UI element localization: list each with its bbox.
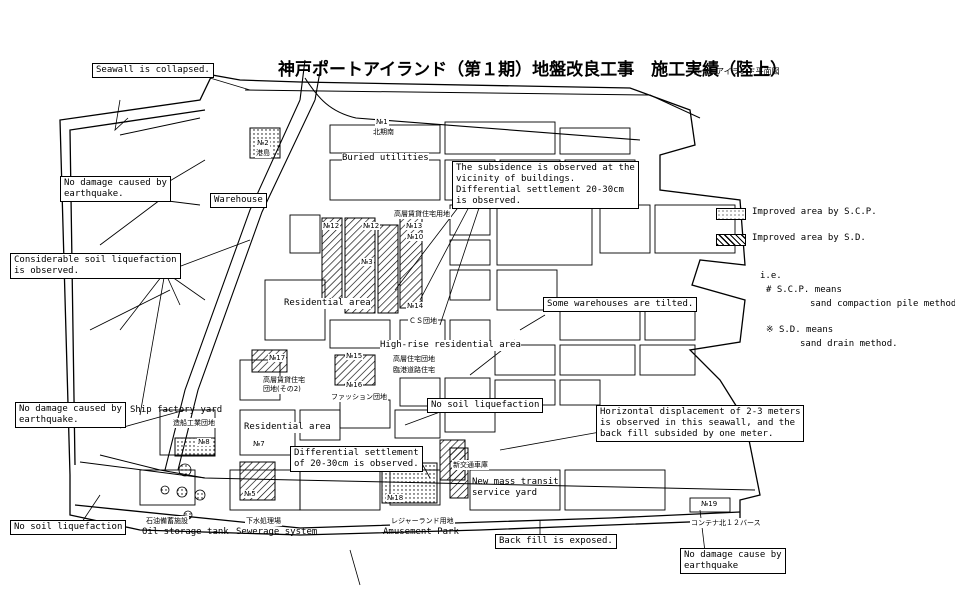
back-fill-note: Back fill is exposed. — [495, 534, 617, 549]
map-title: 神戸ポートアイランド（第１期）地盤改良工事 施工実績（陸上） — [278, 60, 788, 80]
sd-legend-label: Improved area by S.D. — [752, 233, 866, 243]
plot-no13: №13 — [405, 222, 424, 230]
new-mass-transit-label: New mass transit service yard — [472, 477, 559, 498]
scp-def-1: # S.C.P. means — [766, 285, 842, 295]
oil-tanks — [160, 463, 206, 520]
plot-no1: №1 — [375, 118, 389, 126]
subsidence-note: The subsidence is observed at the vicini… — [452, 161, 639, 209]
plot-no14: №14 — [406, 302, 425, 310]
plot-apartment-jp: 高層賃貸住宅用地 — [393, 209, 451, 219]
plot-no12b: №12 — [362, 222, 381, 230]
horizontal-displacement-note: Horizontal displacement of 2-3 meters is… — [596, 405, 805, 442]
warehouses-tilted-note: Some warehouses are tilted. — [543, 297, 698, 312]
high-rise-label: High-rise residential area — [380, 340, 521, 351]
plot-fashion-jp: ファッション団地 — [330, 392, 388, 402]
sd-def-1: ※ S.D. means — [766, 325, 834, 335]
considerable-liquefaction-note: Considerable soil liquefaction is observ… — [10, 253, 181, 279]
residential-area-label-2: Residential area — [244, 422, 331, 433]
plot-shipyard-jp: 造船工業団地 — [172, 418, 216, 428]
plot-container-jp: コンテナ北１２バース — [690, 518, 762, 528]
plot-oil-jp: 石油備蓄施設 — [145, 516, 189, 526]
plot-cs: ＣＳ団地 — [408, 316, 438, 326]
amusement-park-label: Amusement Park — [383, 527, 459, 537]
sd-def-1-text: S.D. means — [778, 325, 834, 335]
plot-amusement-jp: レジャーランド用地 — [390, 516, 455, 526]
plot-no1-sub: 北期南 — [372, 127, 395, 137]
plot-sewer-jp: 下水処理場 — [245, 516, 282, 526]
sd-legend-swatch — [716, 234, 746, 246]
plot-no12: №12 — [322, 222, 341, 230]
scp-legend-label: Improved area by S.C.P. — [752, 207, 877, 217]
scp-def-1-text: S.C.P. means — [776, 285, 842, 295]
plot-no5: №5 — [243, 490, 257, 498]
plot-park-jp: 高層住宅団地 — [392, 354, 436, 364]
plot-no2: №2 — [256, 139, 270, 147]
plot-no16: №16 — [345, 381, 364, 389]
plot-danchi2-jp: 高層賃貸住宅 団地(その2) — [262, 376, 306, 394]
warehouse-note: Warehouse — [210, 193, 267, 208]
no-damage-note-1: No damage caused by earthquake. — [60, 176, 171, 202]
sd-def-2: sand drain method. — [800, 339, 898, 349]
plot-riverside-jp: 臨港道路住宅 — [392, 365, 436, 375]
scp-def-2: sand compaction pile method. — [810, 299, 955, 309]
plot-no19: №19 — [700, 500, 719, 508]
plot-no7: №7 — [252, 440, 266, 448]
plot-uwa-jp: 新交通車庫 — [452, 460, 489, 470]
plot-no3: №3 — [360, 258, 374, 266]
leader-lines — [79, 77, 706, 586]
residential-area-label-1: Residential area — [284, 298, 371, 309]
buried-utilities-label: Buried utilities — [342, 153, 429, 164]
scp-legend-swatch — [716, 208, 746, 220]
no-damage-note-3: No damage cause by earthquake — [680, 548, 786, 574]
plot-no15: №15 — [345, 352, 364, 360]
map-subtitle: ポートアイランド平面図 — [692, 67, 780, 76]
ship-factory-label: Ship factory yard — [130, 405, 223, 415]
plot-no17: №17 — [268, 354, 287, 362]
no-soil-liquefaction-note-2: No soil liquefaction — [427, 398, 544, 413]
seawall-collapsed-note: Seawall is collapsed. — [92, 63, 214, 78]
plot-no2-sub: 港島 — [255, 148, 271, 158]
legend-ie: i.e. — [760, 271, 782, 281]
plot-no18: №18 — [386, 494, 405, 502]
oil-storage-label: Oil storage tank — [142, 527, 229, 537]
plot-no10: №10 — [406, 233, 425, 241]
plot-no8: №8 — [197, 438, 211, 446]
no-damage-note-2: No damage caused by earthquake. — [15, 402, 126, 428]
no-soil-liquefaction-note-1: No soil liquefaction — [10, 520, 127, 535]
diff-settlement-note: Differential settlement of 20-30cm is ob… — [290, 446, 423, 472]
sewerage-label: Sewerage system — [236, 527, 318, 537]
